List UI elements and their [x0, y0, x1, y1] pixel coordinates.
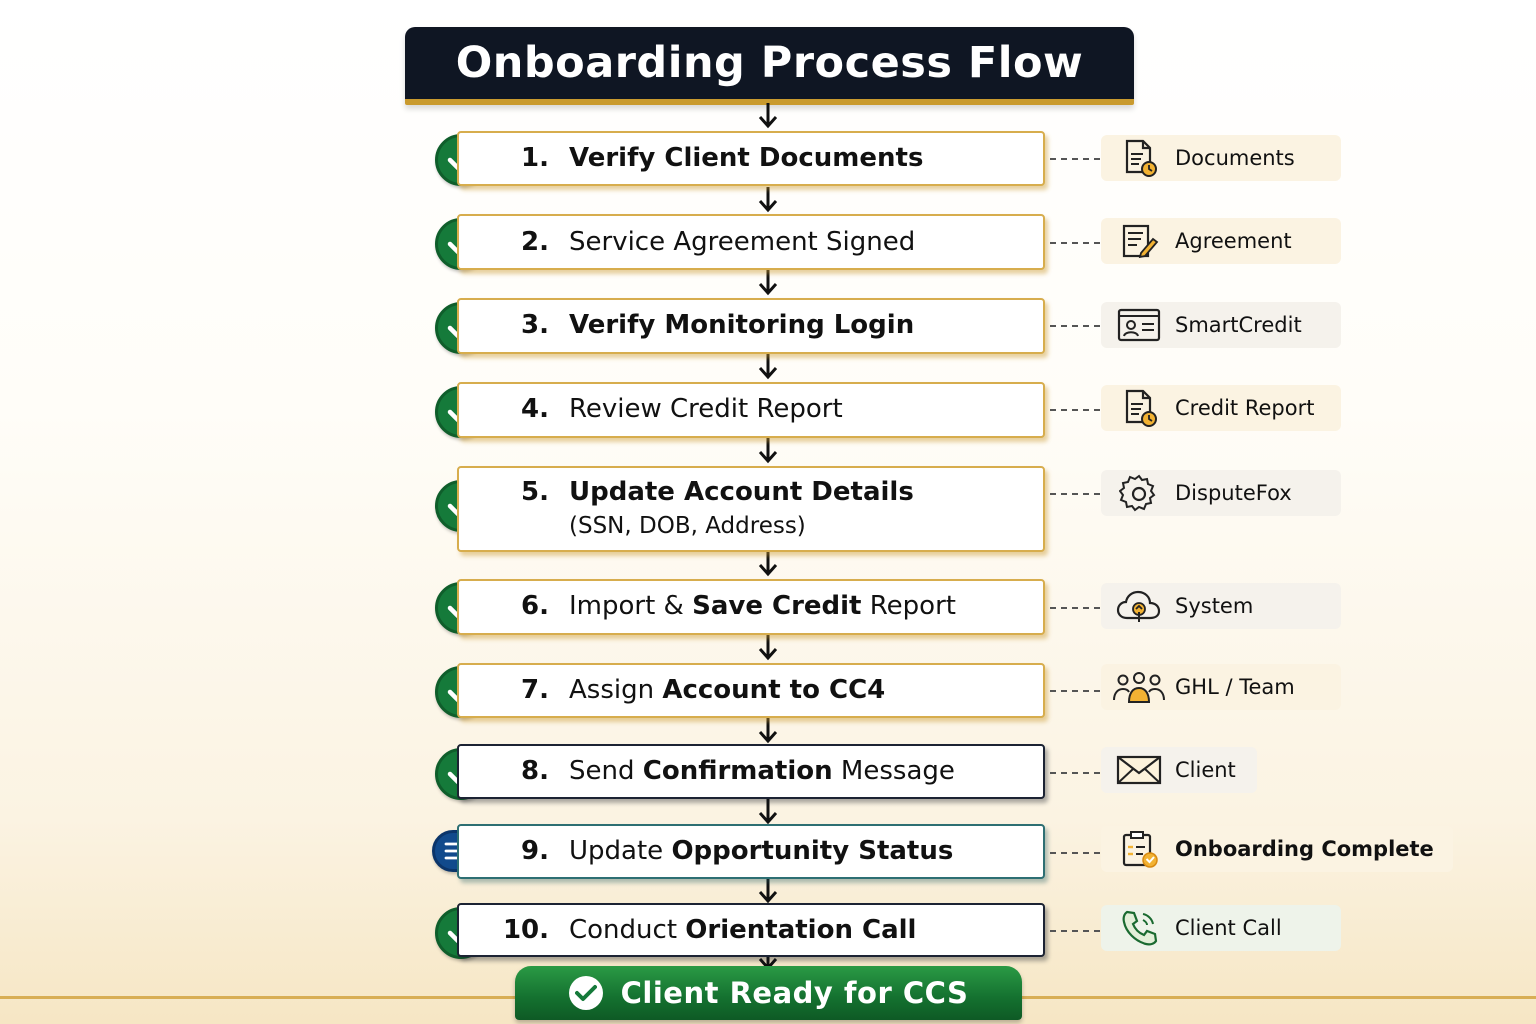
step-number: 3. [521, 310, 549, 340]
connector-line [1050, 930, 1100, 932]
tag-credit-report: Credit Report [1101, 385, 1341, 431]
clipboard-check-icon [1115, 829, 1163, 869]
connector-line [1050, 242, 1100, 244]
step-label: Update Account Details [569, 477, 914, 507]
tag-system: System [1101, 583, 1341, 629]
flow-arrow [757, 270, 779, 296]
tag-ghl-team: GHL / Team [1101, 664, 1341, 710]
step-number: 2. [521, 227, 549, 257]
flow-arrow [757, 551, 779, 577]
connector-line [1050, 690, 1100, 692]
step-5: 5. Update Account Details (SSN, DOB, Add… [457, 466, 1045, 552]
step-label: Verify Client Documents [569, 143, 924, 173]
check-circle-icon [568, 976, 603, 1010]
flow-arrow [757, 103, 779, 129]
tag-label: DisputeFox [1175, 481, 1292, 505]
step-8: 8. Send Confirmation Message [457, 744, 1045, 799]
edit-document-icon [1115, 221, 1163, 261]
step-6: 6. Import & Save Credit Report [457, 579, 1045, 635]
final-status-banner: Client Ready for CCS [515, 966, 1022, 1020]
tag-label: Credit Report [1175, 396, 1315, 420]
tag-label: Onboarding Complete [1175, 837, 1434, 861]
step-label: Update Opportunity Status [569, 836, 954, 866]
connector-line [1050, 772, 1100, 774]
connector-line [1050, 325, 1100, 327]
connector-line [1050, 158, 1100, 160]
step-1: 1. Verify Client Documents [457, 131, 1045, 186]
gear-icon [1115, 473, 1163, 513]
tag-label: Client Call [1175, 916, 1282, 940]
phone-icon [1115, 908, 1163, 948]
step-label: Assign Account to CC4 [569, 675, 886, 705]
step-label: Import & Save Credit Report [569, 591, 956, 621]
id-card-icon [1115, 305, 1163, 345]
step-number: 10. [502, 915, 549, 945]
document-clock-icon [1115, 138, 1163, 178]
tag-label: Client [1175, 758, 1236, 782]
flow-arrow [757, 354, 779, 380]
step-3: 3. Verify Monitoring Login [457, 298, 1045, 354]
connector-line [1050, 852, 1100, 854]
step-number: 4. [521, 394, 549, 424]
connector-line [1050, 493, 1100, 495]
final-status-label: Client Ready for CCS [620, 976, 969, 1010]
step-sublabel: (SSN, DOB, Address) [569, 513, 806, 539]
tag-onboarding-complete: Onboarding Complete [1101, 826, 1453, 872]
step-number: 8. [521, 756, 549, 786]
step-label: Verify Monitoring Login [569, 310, 915, 340]
cloud-upload-icon [1115, 586, 1163, 626]
tag-label: SmartCredit [1175, 313, 1302, 337]
page-title: Onboarding Process Flow [455, 38, 1084, 88]
step-number: 5. [521, 477, 549, 507]
tag-client: Client [1101, 747, 1257, 793]
tag-label: GHL / Team [1175, 675, 1295, 699]
flow-arrow [757, 635, 779, 661]
connector-line [1050, 409, 1100, 411]
footer-rule-left [0, 996, 520, 999]
step-number: 1. [521, 143, 549, 173]
tag-documents: Documents [1101, 135, 1341, 181]
connector-line [1050, 607, 1100, 609]
flow-arrow [757, 799, 779, 825]
step-label: Service Agreement Signed [569, 227, 916, 257]
team-icon [1111, 667, 1167, 707]
step-number: 6. [521, 591, 549, 621]
tag-label: Documents [1175, 146, 1295, 170]
step-label: Send Confirmation Message [569, 756, 955, 786]
tag-agreement: Agreement [1101, 218, 1341, 264]
step-number: 9. [521, 836, 549, 866]
tag-disputefox: DisputeFox [1101, 470, 1341, 516]
title-banner: Onboarding Process Flow [405, 27, 1134, 105]
tag-label: Agreement [1175, 229, 1292, 253]
step-10: 10. Conduct Orientation Call [457, 903, 1045, 957]
document-clock-icon [1115, 388, 1163, 428]
tag-smartcredit: SmartCredit [1101, 302, 1341, 348]
flow-arrow [757, 878, 779, 904]
flow-arrow [757, 438, 779, 464]
flow-arrow [757, 187, 779, 213]
step-label: Conduct Orientation Call [569, 915, 917, 945]
step-4: 4. Review Credit Report [457, 382, 1045, 438]
envelope-icon [1115, 750, 1163, 790]
tag-label: System [1175, 594, 1254, 618]
tag-client-call: Client Call [1101, 905, 1341, 951]
step-number: 7. [521, 675, 549, 705]
flow-arrow [757, 718, 779, 744]
step-7: 7. Assign Account to CC4 [457, 663, 1045, 718]
step-2: 2. Service Agreement Signed [457, 214, 1045, 270]
footer-rule-right [1020, 996, 1536, 999]
step-9: 9. Update Opportunity Status [457, 824, 1045, 879]
step-label: Review Credit Report [569, 394, 843, 424]
